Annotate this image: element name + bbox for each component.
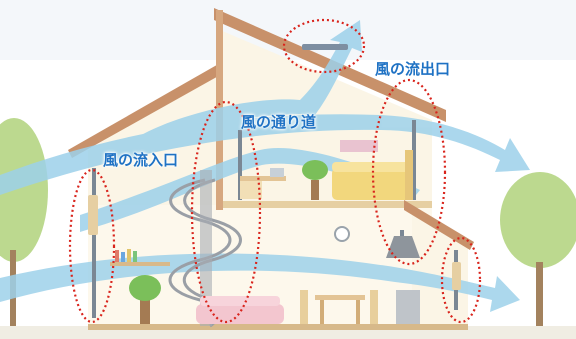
sofa-icon	[196, 296, 284, 324]
bookshelf	[110, 249, 170, 266]
inlet-highlight	[68, 168, 116, 324]
right-tree-icon	[500, 172, 576, 332]
wall-clock-icon	[334, 226, 350, 242]
bed-icon	[332, 150, 413, 200]
passage-label: 風の通り道	[241, 113, 317, 131]
range-hood-icon	[386, 230, 420, 324]
highlight-ellipses	[68, 18, 482, 324]
right-window-highlight	[440, 236, 482, 324]
vent-highlight	[282, 18, 366, 74]
passage-highlight	[190, 100, 262, 324]
dining-table-icon	[300, 290, 378, 324]
plant-icon	[302, 160, 328, 200]
outlet-highlight	[371, 78, 447, 266]
desk	[240, 168, 286, 199]
stair-pole	[200, 170, 212, 326]
window-icon	[88, 120, 461, 318]
wall-picture	[340, 140, 378, 152]
outlet-label: 風の流出口	[375, 60, 451, 78]
inlet-label: 風の流入口	[103, 151, 179, 169]
plant-icon	[129, 275, 161, 324]
ceiling-vent-icon	[302, 44, 348, 50]
